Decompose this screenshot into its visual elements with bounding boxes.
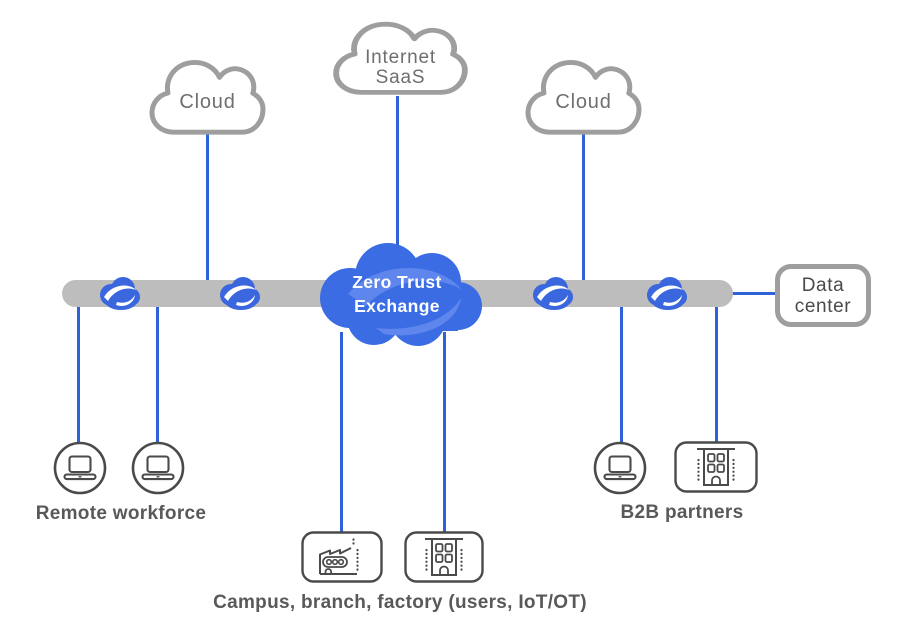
b2b-building [674,441,758,493]
connector-left-cloud [206,134,209,282]
cloud-outline-icon [149,60,266,135]
factory-icon [301,531,383,583]
cloud-left-label: Cloud [179,91,236,113]
exchange-swoosh-shape [376,298,461,336]
office-building-icon [674,441,758,493]
b2b-laptop [593,441,647,495]
connector-b2b-laptop [620,304,623,444]
logo-swoosh-shape [537,285,569,301]
campus-factory [301,531,383,583]
logo-swoosh-shape [224,285,256,301]
zscaler-logo-icon [647,277,687,310]
data-center-line2: center [794,295,852,317]
cloud-internet-saas: Internet SaaS [328,12,473,100]
cloud-right-label: Cloud [555,91,612,113]
logo-swoosh-shape [651,285,683,301]
laptop-icon [53,441,107,495]
data-center-box: Data center [775,264,871,327]
exchange-label: Zero Trust Exchange [310,270,484,318]
cloud-left: Cloud [145,50,270,140]
laptop-icon [593,441,647,495]
remote-laptop-1 [53,441,107,495]
b2b-partners-label: B2B partners [620,502,744,523]
zscaler-logo-icon [533,277,573,310]
zscaler-logo-icon [100,277,140,310]
zscaler-logo-icon [220,277,260,310]
internet-label-line2: SaaS [375,67,426,88]
cloud-internet-saas-label: Internet SaaS [328,48,473,88]
connector-campus-building [443,332,446,533]
logo-swoosh-shape [104,285,136,301]
internet-label-line1: Internet [365,47,436,68]
connector-b2b-building [715,304,718,445]
connector-right-cloud [582,134,585,282]
connector-factory [340,332,343,533]
cloud-outline-icon [525,60,642,135]
logo-swoosh-shape [663,295,682,306]
exchange-cloud-icon [320,243,482,346]
connector-internet-saas [396,96,399,282]
logo-swoosh-shape [549,295,568,306]
zero-trust-exchange-cloud: Zero Trust Exchange [310,236,484,350]
office-building-icon [404,531,484,583]
remote-laptop-2 [131,441,185,495]
campus-building [404,531,484,583]
connector-data-center [731,292,776,295]
data-center-line1: Data [801,274,845,296]
cloud-outline-icon [333,21,468,95]
connector-remote-laptop-2 [156,304,159,444]
logo-swoosh-shape [236,295,255,306]
data-center-label: Data center [795,275,851,317]
cloud-right: Cloud [521,50,646,140]
laptop-icon [131,441,185,495]
exchange-label-line2: Exchange [354,296,440,316]
exchange-swoosh-shape [348,267,462,306]
remote-workforce-label: Remote workforce [35,503,207,524]
campus-label: Campus, branch, factory (users, IoT/OT) [213,592,587,613]
connector-remote-laptop-1 [77,304,80,444]
exchange-label-line1: Zero Trust [352,272,442,292]
logo-swoosh-shape [116,295,135,306]
